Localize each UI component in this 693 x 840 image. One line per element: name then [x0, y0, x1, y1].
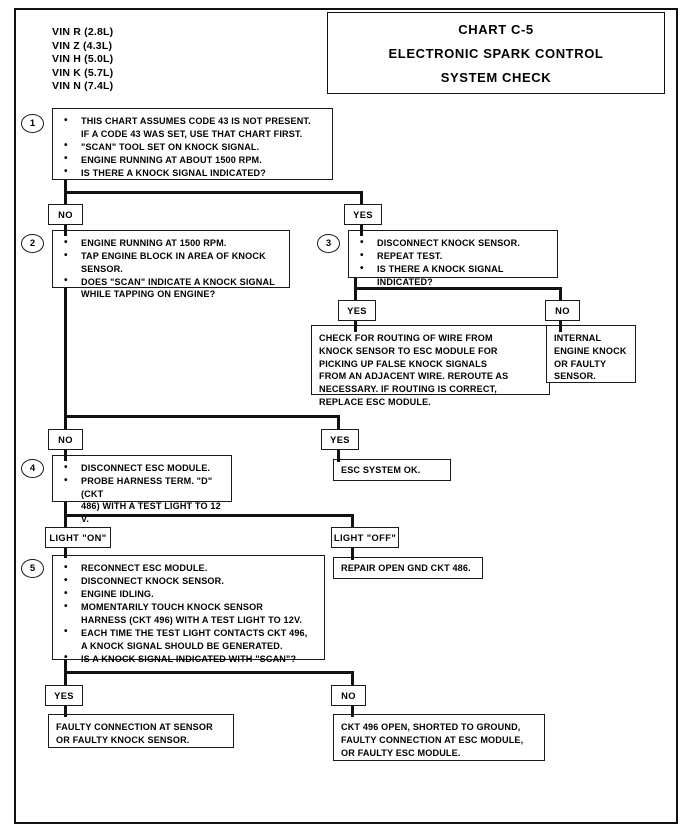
list-item: REPEAT TEST. — [357, 250, 549, 263]
list-item: DISCONNECT KNOCK SENSOR. — [61, 575, 316, 588]
branch-tag-yes: YES — [338, 300, 376, 321]
connector — [354, 320, 357, 332]
connector — [64, 514, 67, 530]
step-5-box: RECONNECT ESC MODULE. DISCONNECT KNOCK S… — [52, 555, 325, 664]
list-item: IS THERE A KNOCK SIGNAL INDICATED? — [357, 263, 549, 288]
result-box-faulty-connection: FAULTY CONNECTION AT SENSOR OR FAULTY KN… — [48, 714, 234, 748]
connector — [351, 547, 354, 560]
connector — [337, 449, 340, 462]
list-item: THIS CHART ASSUMES CODE 43 IS NOT PRESEN… — [61, 114, 324, 140]
list-item: IS A KNOCK SIGNAL INDICATED WITH "SCAN"? — [61, 652, 316, 666]
chart-title: ELECTRONIC SPARK CONTROL — [388, 45, 604, 61]
connector — [354, 287, 357, 304]
vin-application-list: VIN R (2.8L) VIN Z (4.3L) VIN H (5.0L) V… — [52, 26, 114, 93]
step-number-5: 5 — [21, 559, 44, 578]
list-item: EACH TIME THE TEST LIGHT CONTACTS CKT 49… — [61, 626, 316, 652]
connector — [337, 415, 340, 432]
connector — [360, 191, 363, 208]
connector — [64, 191, 363, 194]
result-box-esc-system-ok: ESC SYSTEM OK. — [333, 459, 451, 481]
branch-tag-yes: YES — [45, 685, 83, 706]
connector — [64, 671, 354, 674]
branch-tag-no: NO — [48, 429, 83, 450]
step-4-box: DISCONNECT ESC MODULE. PROBE HARNESS TER… — [52, 455, 232, 524]
branch-tag-yes: YES — [344, 204, 382, 225]
branch-tag-no: NO — [331, 685, 366, 706]
connector — [64, 502, 67, 516]
list-item: TAP ENGINE BLOCK IN AREA OF KNOCK SENSOR… — [61, 250, 281, 275]
chart-title-box: CHART C-5 ELECTRONIC SPARK CONTROL SYSTE… — [327, 12, 665, 94]
step-2-box: ENGINE RUNNING AT 1500 RPM. TAP ENGINE B… — [52, 230, 290, 299]
connector — [351, 705, 354, 717]
connector — [354, 287, 562, 290]
connector — [64, 191, 67, 208]
connector — [64, 449, 67, 461]
list-item: DISCONNECT KNOCK SENSOR. — [357, 237, 549, 250]
connector — [64, 547, 67, 558]
chart-subtitle: SYSTEM CHECK — [440, 69, 552, 85]
step-2-bullets: ENGINE RUNNING AT 1500 RPM. TAP ENGINE B… — [61, 237, 281, 301]
step-number-1: 1 — [21, 114, 44, 133]
step-number-2: 2 — [21, 234, 44, 253]
list-item: IS THERE A KNOCK SIGNAL INDICATED? — [61, 166, 324, 180]
branch-tag-no: NO — [545, 300, 580, 321]
list-item: ENGINE RUNNING AT ABOUT 1500 RPM. — [61, 153, 324, 167]
connector — [64, 671, 67, 688]
step-1-box: THIS CHART ASSUMES CODE 43 IS NOT PRESEN… — [52, 108, 333, 180]
connector — [360, 224, 363, 236]
step-3-box: DISCONNECT KNOCK SENSOR. REPEAT TEST. IS… — [348, 230, 558, 287]
step-1-bullets: THIS CHART ASSUMES CODE 43 IS NOT PRESEN… — [61, 114, 324, 180]
connector — [64, 224, 67, 236]
list-item: DOES "SCAN" INDICATE A KNOCK SIGNALWHILE… — [61, 275, 281, 301]
chart-border — [14, 8, 678, 824]
connector — [559, 320, 562, 332]
result-box-wire-routing: CHECK FOR ROUTING OF WIRE FROM KNOCK SEN… — [311, 325, 550, 407]
step-number-3: 3 — [317, 234, 340, 253]
step-4-bullets: DISCONNECT ESC MODULE. PROBE HARNESS TER… — [61, 462, 223, 525]
result-box-ckt-496-fault: CKT 496 OPEN, SHORTED TO GROUND, FAULTY … — [333, 714, 545, 761]
connector — [351, 671, 354, 688]
step-number-4: 4 — [21, 459, 44, 478]
list-item: ENGINE RUNNING AT 1500 RPM. — [61, 237, 281, 250]
branch-tag-no: NO — [48, 204, 83, 225]
branch-tag-light-on: LIGHT "ON" — [45, 527, 111, 548]
result-box-internal-engine-knock: INTERNAL ENGINE KNOCK OR FAULTY SENSOR. — [546, 325, 636, 383]
connector — [354, 278, 357, 290]
connector — [351, 514, 354, 530]
list-item: RECONNECT ESC MODULE. — [61, 562, 316, 575]
branch-tag-light-off: LIGHT "OFF" — [331, 527, 399, 548]
connector — [64, 288, 67, 418]
list-item: "SCAN" TOOL SET ON KNOCK SIGNAL. — [61, 140, 324, 154]
connector — [64, 705, 67, 717]
connector — [64, 180, 67, 194]
list-item: ENGINE IDLING. — [61, 588, 316, 601]
connector — [559, 287, 562, 304]
result-box-repair-open-gnd: REPAIR OPEN GND CKT 486. — [333, 557, 483, 579]
connector — [64, 415, 67, 432]
chart-number: CHART C-5 — [458, 21, 534, 37]
list-item: DISCONNECT ESC MODULE. — [61, 462, 223, 475]
step-5-bullets: RECONNECT ESC MODULE. DISCONNECT KNOCK S… — [61, 562, 316, 665]
connector — [64, 514, 354, 517]
connector — [64, 415, 340, 418]
branch-tag-yes: YES — [321, 429, 359, 450]
connector — [64, 660, 67, 674]
step-3-bullets: DISCONNECT KNOCK SENSOR. REPEAT TEST. IS… — [357, 237, 549, 288]
